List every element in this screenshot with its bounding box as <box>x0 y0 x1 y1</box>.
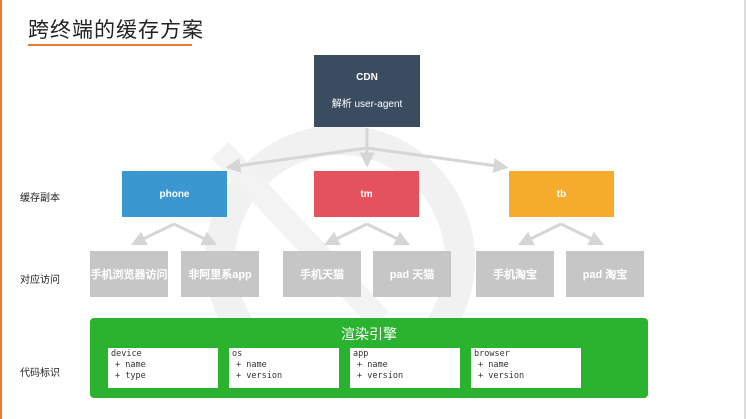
access-label: 手机浏览器访问 <box>90 269 168 281</box>
access-pad-taobao: pad 淘宝 <box>566 251 644 297</box>
cdn-label: CDN <box>356 72 378 83</box>
cache-copy-label: phone <box>159 188 190 200</box>
cache-copy-tm: tm <box>314 171 419 217</box>
card-field: + version <box>478 371 525 381</box>
card-name: app <box>353 349 369 359</box>
row-label-copies: 缓存副本 <box>20 193 60 204</box>
cdn-box: CDN 解析 user-agent <box>314 55 420 127</box>
code-card-os: os + name + version <box>229 348 339 388</box>
access-mobile-browser: 手机浏览器访问 <box>90 251 168 297</box>
render-engine-title: 渲染引擎 <box>341 326 397 342</box>
card-field: + version <box>357 371 404 381</box>
code-card-device: device + name + type <box>108 348 218 388</box>
code-card-browser: browser + name + version <box>471 348 581 388</box>
card-name: device <box>111 349 142 359</box>
slide-title: 跨终端的缓存方案 <box>28 18 204 42</box>
cache-copy-tb: tb <box>509 171 614 217</box>
card-field: + name <box>115 360 146 370</box>
cache-copy-phone: phone <box>122 171 227 217</box>
card-field: + name <box>478 360 509 370</box>
cache-copy-label: tb <box>556 188 567 200</box>
card-field: + name <box>236 360 267 370</box>
title-underline <box>28 44 192 46</box>
access-label: pad 天猫 <box>389 269 435 281</box>
access-label: pad 淘宝 <box>582 269 628 281</box>
card-name: os <box>232 349 243 359</box>
card-name: browser <box>474 349 510 359</box>
access-label: 手机天猫 <box>300 269 344 281</box>
access-non-ali-app: 非阿里系app <box>181 251 259 297</box>
access-label: 非阿里系app <box>188 269 252 281</box>
card-field: + version <box>236 371 283 381</box>
cdn-sub-label: 解析 user-agent <box>331 99 403 110</box>
access-mobile-taobao: 手机淘宝 <box>476 251 554 297</box>
card-field: + type <box>115 371 146 381</box>
right-edge <box>744 0 746 419</box>
card-field: + name <box>357 360 388 370</box>
access-label: 手机淘宝 <box>493 269 537 281</box>
access-pad-tmall: pad 天猫 <box>373 251 451 297</box>
code-card-app: app + name + version <box>350 348 460 388</box>
row-label-code-id: 代码标识 <box>20 368 60 379</box>
left-accent-rule <box>0 0 2 419</box>
cache-copy-label: tm <box>360 188 373 200</box>
access-mobile-tmall: 手机天猫 <box>283 251 361 297</box>
render-engine-panel: 渲染引擎 device + name + type os + name + ve… <box>90 318 648 398</box>
row-label-access: 对应访问 <box>20 275 60 286</box>
